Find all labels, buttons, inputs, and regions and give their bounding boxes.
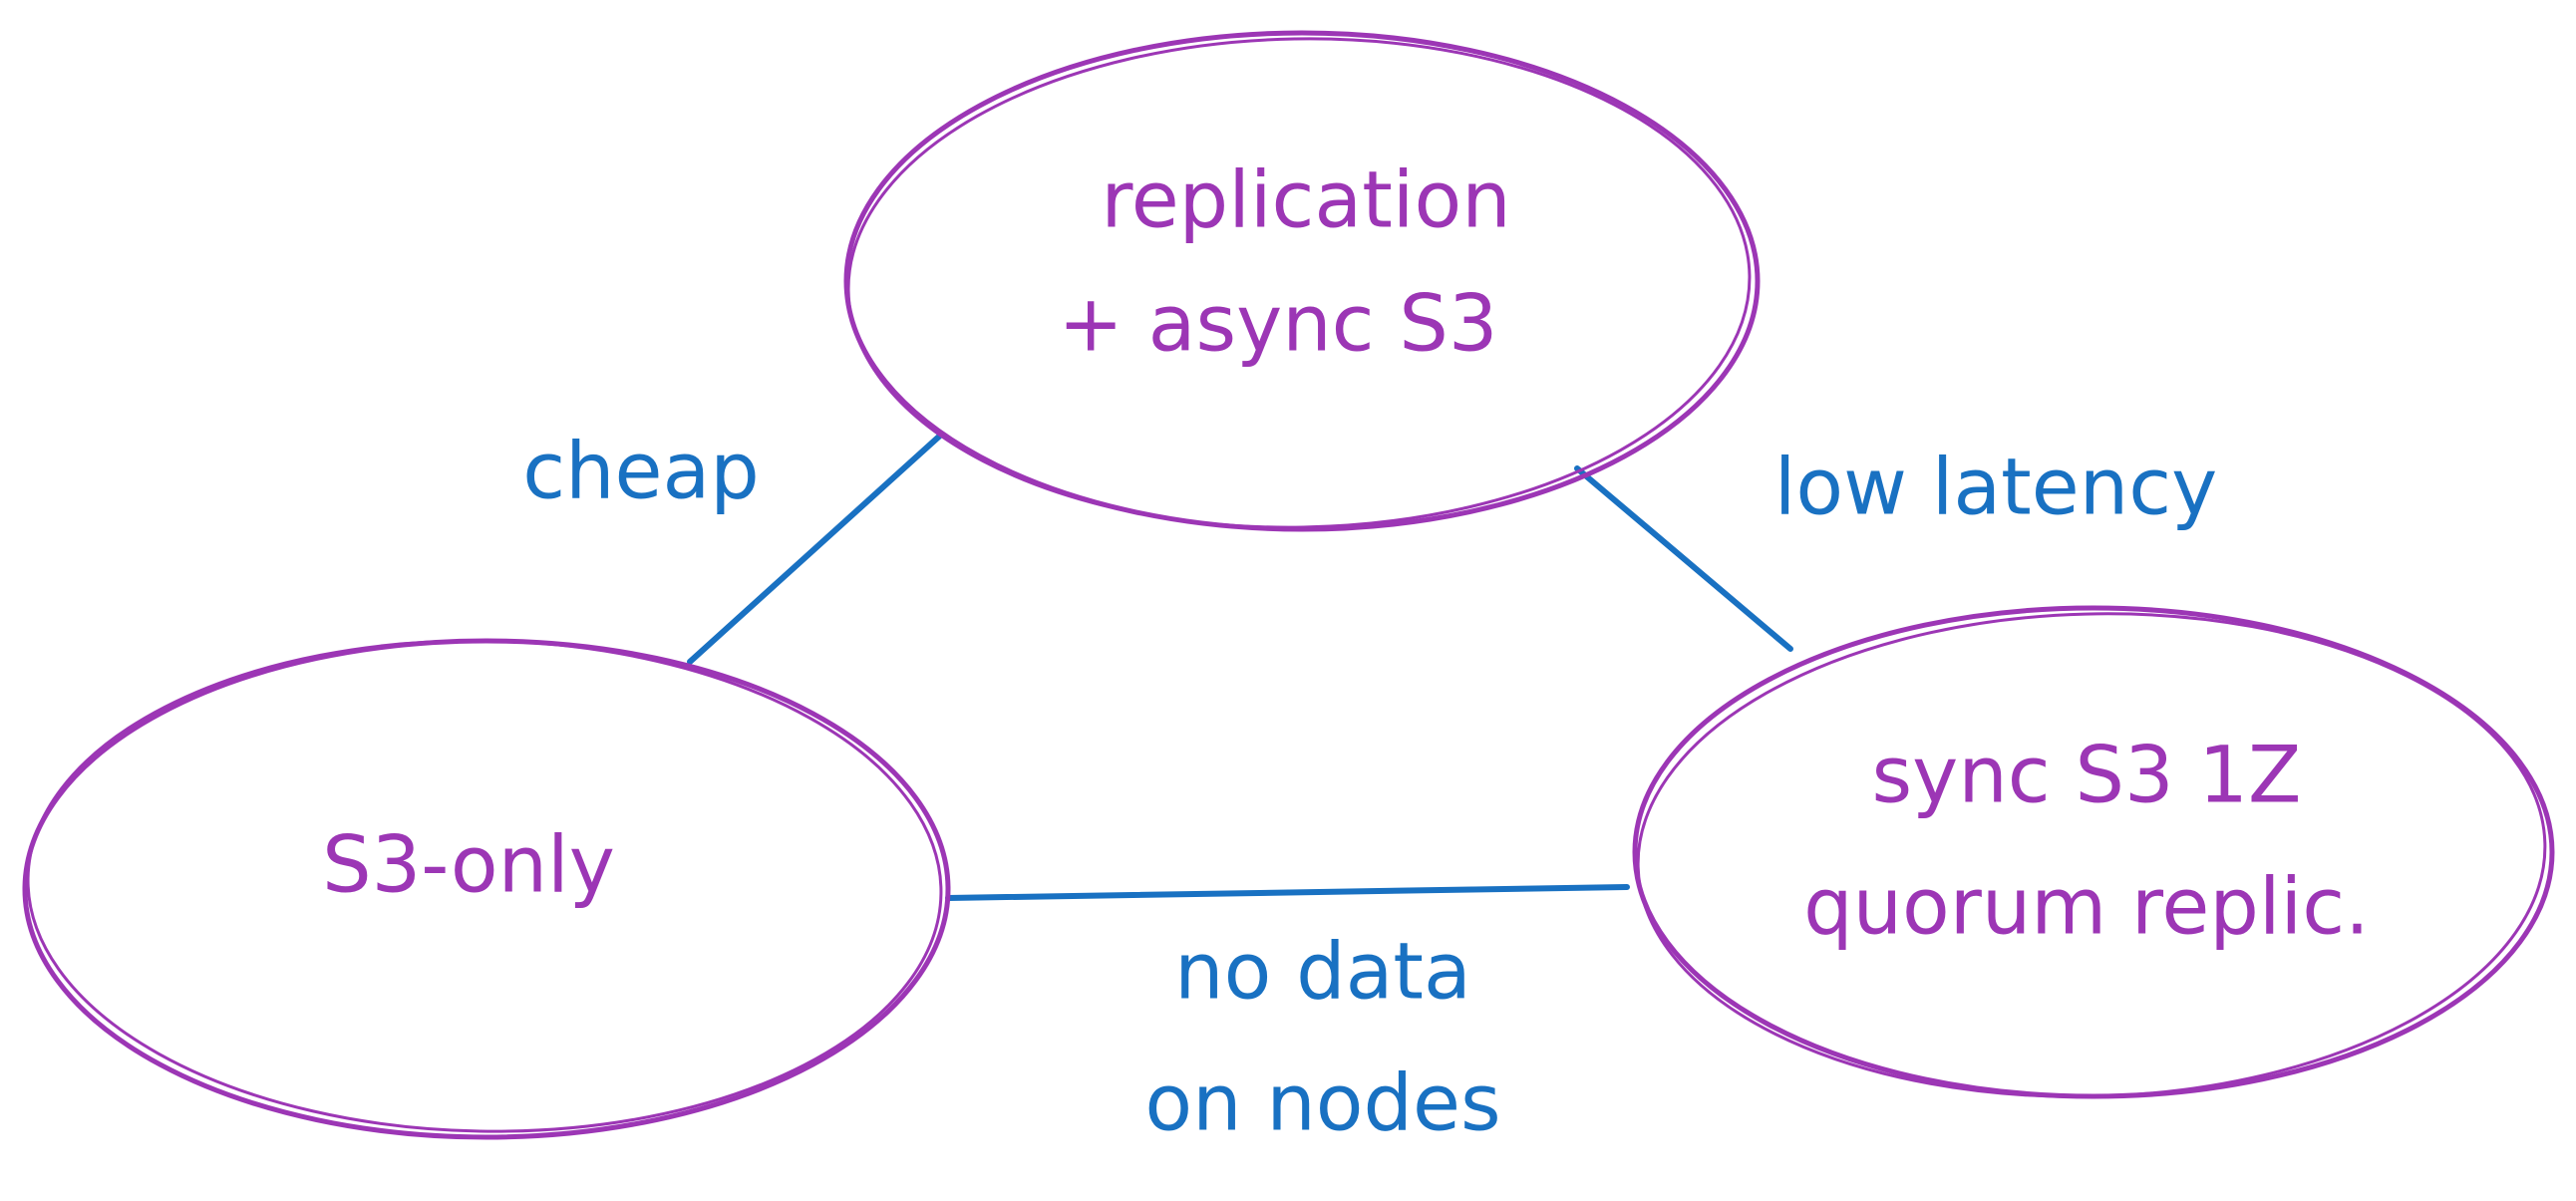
- edge-label-cheap: cheap: [522, 427, 760, 516]
- edge-top-left: [687, 433, 943, 665]
- edge-top-right: [1574, 465, 1793, 652]
- node-label-line: replication: [1101, 155, 1510, 245]
- node-label-line: quorum replic.: [1803, 862, 2370, 952]
- edge-label-on-nodes: on nodes: [1144, 1058, 1500, 1148]
- node-label-line: sync S3 1Z: [1872, 731, 2302, 820]
- node-label-line: S3-only: [322, 820, 615, 910]
- node-s3-only: S3-only: [22, 638, 951, 1140]
- node-replication-async-s3: replication + async S3: [843, 30, 1761, 532]
- edge-label-low-latency: low latency: [1774, 443, 2218, 532]
- edge-left-right: [945, 884, 1630, 901]
- node-label-line: + async S3: [1059, 279, 1498, 369]
- node-sync-s3-quorum: sync S3 1Z quorum replic.: [1632, 605, 2555, 1099]
- edge-label-no-data: no data: [1174, 927, 1471, 1017]
